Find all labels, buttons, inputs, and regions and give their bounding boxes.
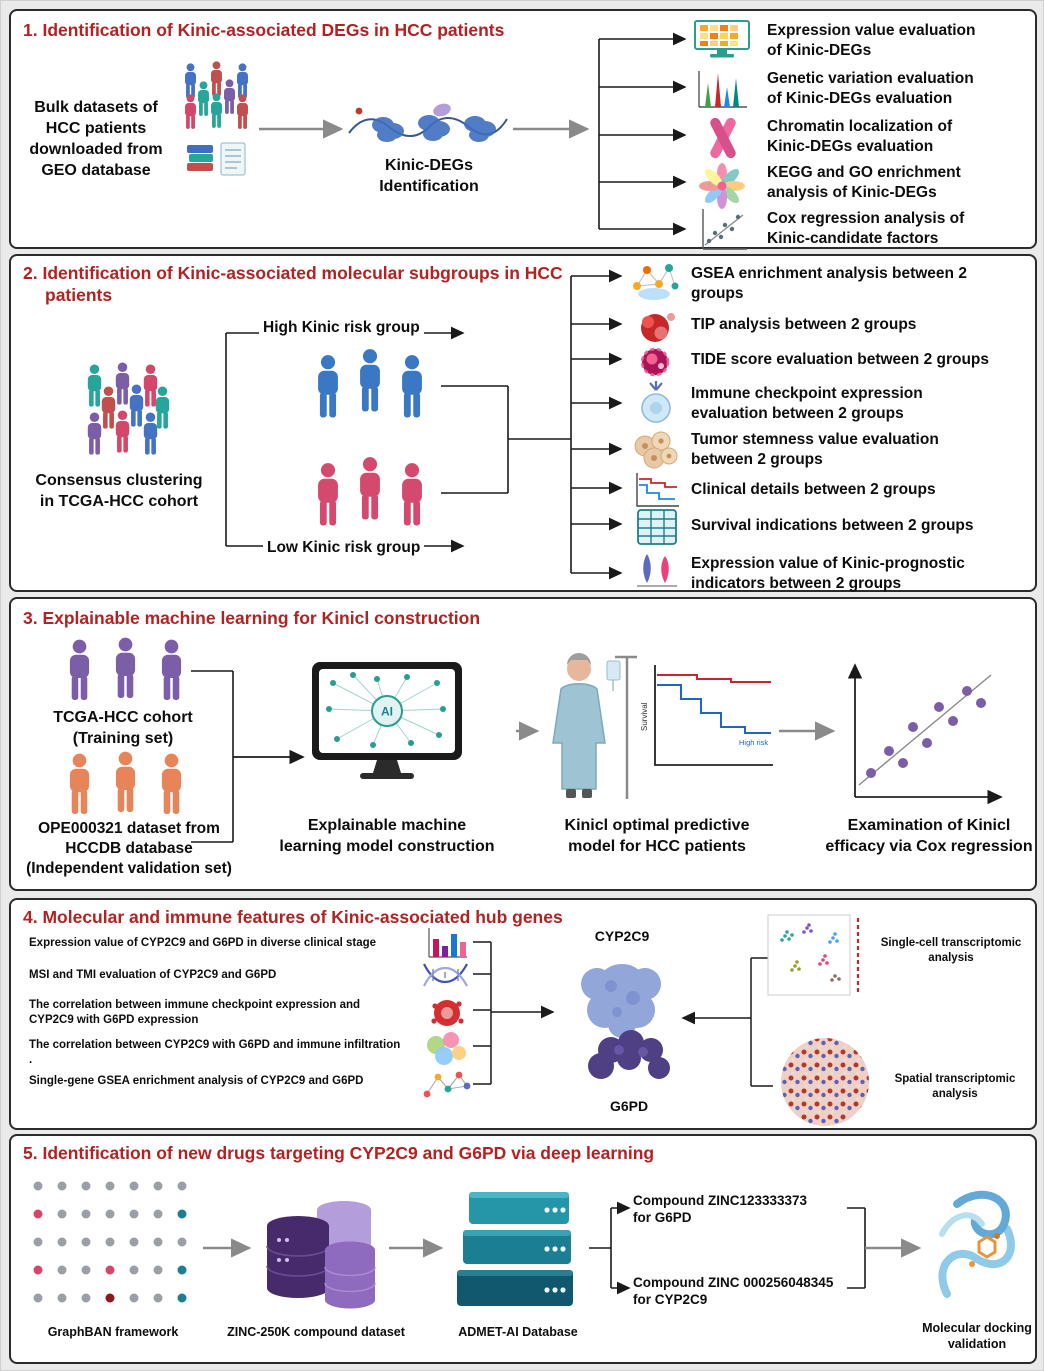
g6pd-protein-icon: [588, 1030, 670, 1079]
pathway-enrichment-icon: [699, 163, 745, 209]
network-icon: [423, 1071, 471, 1098]
cox-scatter-icon: [702, 209, 747, 250]
compound-cyp2c9-label: Compound ZINC 000256048345 for CYP2C9: [633, 1275, 834, 1307]
gene-g6pd-label: G6PD: [609, 1098, 649, 1114]
compound-g6pd-label: Compound ZINC123333373 for G6PD: [633, 1193, 808, 1225]
panel2-title: 2. Identification of Kinic-associated mo…: [23, 263, 563, 305]
output-label: Tumor stemness value evaluation between …: [691, 431, 939, 468]
ai-monitor-icon: AI: [312, 662, 462, 779]
survival-axis-label: Survival: [640, 702, 649, 731]
high-risk-label: High Kinic risk group: [259, 318, 424, 338]
feature-item: The correlation between immune checkpoin…: [29, 999, 361, 1026]
km-curve-icon: [636, 473, 679, 507]
variant-peaks-icon: [698, 71, 747, 108]
hcc-patients-crowd-icon: [185, 61, 248, 129]
docking-label: Molecular docking validation: [922, 1321, 1032, 1351]
output-label: Expression value evaluation of Kinic-DEG…: [767, 22, 976, 59]
geo-books-icon: [187, 142, 246, 176]
validation-cohort-icon: [69, 751, 182, 814]
heatmap-monitor-icon: [694, 20, 750, 58]
graphban-label: GraphBAN framework: [47, 1325, 179, 1339]
dna-icon: [423, 963, 468, 987]
server-stack-icon: [457, 1192, 573, 1306]
output-label: Survival indications between 2 groups: [691, 517, 974, 534]
admet-label: ADMET-AI Database: [458, 1325, 578, 1339]
panel4-title: 4. Molecular and immune features of Kini…: [23, 907, 563, 927]
low-risk-group-icon: [318, 457, 422, 526]
high-risk-annotation: High risk: [739, 738, 768, 747]
training-cohort-icon: [69, 637, 182, 700]
single-cell-label: Single-cell transcriptomic analysis: [880, 937, 1022, 964]
feature-item: Single-gene GSEA enrichment analysis of …: [29, 1075, 364, 1087]
exam-label: Examination of Kinicl efficacy via Cox r…: [825, 817, 1033, 855]
output-label: TIP analysis between 2 groups: [691, 316, 917, 333]
tide-cell-icon: [640, 347, 670, 377]
panel-4: 4. Molecular and immune features of Kini…: [9, 898, 1037, 1130]
panel1-title: 1. Identification of Kinic-associated DE…: [23, 20, 505, 40]
panel-5: 5. Identification of new drugs targeting…: [9, 1134, 1037, 1364]
panel-1: 1. Identification of Kinic-associated DE…: [9, 9, 1037, 250]
output-label: Clinical details between 2 groups: [691, 481, 936, 498]
zinc-label: ZINC-250K compound dataset: [227, 1325, 405, 1339]
validation-label: OPE000321 dataset from HCCDB database (I…: [26, 820, 232, 877]
tip-cell-icon: [641, 313, 675, 342]
feature-item: The correlation between CYP2C9 with G6PD…: [29, 1039, 401, 1066]
output-label: TIDE score evaluation between 2 groups: [691, 351, 990, 368]
panel3-title: 3. Explainable machine learning for Kini…: [23, 608, 481, 628]
patient-icon: [552, 653, 637, 799]
output-label: GSEA enrichment analysis between 2 group…: [691, 265, 967, 302]
model-label: Kinicl optimal predictive model for HCC …: [564, 817, 750, 855]
umap-icon: [767, 914, 860, 996]
database-icon: [266, 1201, 376, 1309]
tumor-stemness-icon: [634, 431, 678, 469]
ai-label: AI: [381, 705, 393, 719]
spatial-label: Spatial transcriptomic analysis: [894, 1073, 1016, 1100]
protein-ribbon-icon: [938, 1190, 1015, 1298]
graph-dots-icon: [33, 1181, 187, 1303]
nucleosome-icon: [348, 103, 508, 142]
feature-item: MSI and TMI evaluation of CYP2C9 and G6P…: [29, 969, 277, 981]
cell-cluster-icon: [427, 1032, 466, 1065]
immune-cell-icon: [431, 1000, 464, 1026]
spatial-plot-icon: [781, 1038, 869, 1126]
output-label: Chromatin localization of Kinic-DEGs eva…: [767, 118, 953, 155]
low-risk-label: Low Kinic risk group: [263, 538, 425, 558]
output-label: Immune checkpoint expression evaluation …: [691, 385, 923, 422]
immune-checkpoint-icon: [641, 381, 671, 423]
consensus-crowd-icon: [87, 362, 170, 455]
cox-scatter-plot-icon: [847, 663, 1003, 805]
high-risk-group-icon: [318, 349, 422, 418]
chromosome-icon: [710, 117, 736, 159]
output-label: KEGG and GO enrichment analysis of Kinic…: [767, 164, 961, 201]
output-label: Genetic variation evaluation of Kinic-DE…: [767, 70, 974, 107]
panel5-title: 5. Identification of new drugs targeting…: [23, 1143, 655, 1163]
feature-item: Expression value of CYP2C9 and G6PD in d…: [29, 937, 377, 949]
consensus-label: Consensus clustering in TCGA-HCC cohort: [35, 472, 203, 510]
kinic-degs-label: Kinic-DEGs Identification: [379, 157, 479, 195]
output-label: Expression value of Kinic-prognostic ind…: [691, 555, 965, 592]
cyp2c9-protein-icon: [581, 964, 661, 1038]
survival-table-icon: [637, 509, 677, 545]
panel-3: 3. Explainable machine learning for Kini…: [9, 597, 1037, 891]
bar-chart-icon: [428, 928, 467, 958]
gene-cyp2c9-label: CYP2C9: [594, 928, 650, 944]
geo-source-label: Bulk datasets of HCC patients downloaded…: [29, 99, 163, 179]
expression-violin-icon: [637, 554, 677, 587]
output-label: Cox regression analysis of Kinic-candida…: [767, 210, 965, 247]
panel-2: 2. Identification of Kinic-associated mo…: [9, 254, 1037, 592]
ml-construction-label: Explainable machine learning model const…: [279, 817, 495, 855]
survival-plot-icon: Survival High risk: [640, 665, 773, 766]
gsea-network-icon: [633, 264, 679, 300]
training-label: TCGA-HCC cohort (Training set): [53, 709, 193, 747]
